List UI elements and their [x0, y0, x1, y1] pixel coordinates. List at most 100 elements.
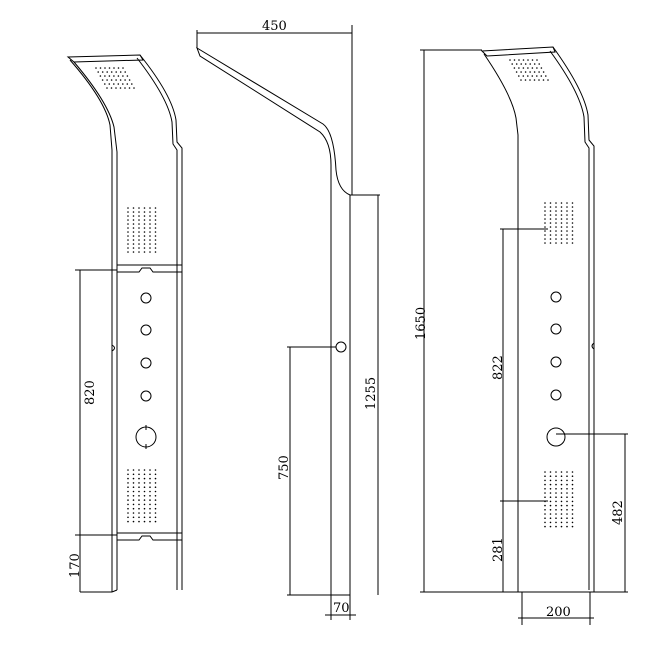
nozzle-dot — [566, 238, 568, 240]
nozzle-dot — [154, 235, 157, 237]
nozzle-dot — [555, 475, 557, 478]
nozzle-dot — [143, 247, 146, 249]
nozzle-dot — [127, 469, 129, 471]
nozzle-dot — [138, 251, 140, 253]
nozzle-dot — [138, 223, 140, 225]
nozzle-dot — [138, 239, 140, 241]
nozzle-dot — [149, 239, 151, 241]
nozzle-dot — [566, 500, 568, 503]
nozzle-dot — [555, 214, 557, 216]
nozzle-dot — [138, 512, 140, 514]
nozzle-dot — [127, 235, 129, 237]
nozzle-dot — [124, 87, 126, 89]
nozzle-dot — [99, 67, 102, 69]
nozzle-dot — [154, 503, 157, 506]
nozzle-dot — [538, 71, 540, 73]
nozzle-dot — [560, 509, 563, 511]
nozzle-dot — [127, 207, 129, 209]
nozzle-dot — [138, 473, 140, 476]
nozzle-dot — [154, 223, 157, 225]
front-left-inner-edge — [73, 61, 118, 590]
nozzle-dot — [143, 215, 146, 217]
nozzle-dot — [555, 500, 557, 503]
nozzle-dot — [549, 488, 552, 490]
nozzle-dot — [566, 513, 568, 515]
nozzle-dot — [555, 238, 557, 240]
nozzle-dot — [566, 517, 568, 519]
nozzle-dot — [154, 215, 157, 217]
nozzle-dot — [522, 67, 525, 69]
nozzle-dot — [566, 479, 568, 482]
nozzle-dot — [524, 63, 527, 65]
nozzle-dot — [566, 206, 568, 208]
front-lower-band — [117, 532, 182, 541]
nozzle-dot — [533, 79, 536, 81]
nozzle-dot — [154, 247, 157, 249]
nozzle-dot — [571, 509, 574, 511]
nozzle-dot — [101, 79, 104, 81]
nozzle-dot — [132, 495, 135, 497]
nozzle-dot — [124, 79, 126, 81]
nozzle-dot — [571, 226, 574, 228]
nozzle-dot — [143, 512, 146, 514]
nozzle-dot — [531, 59, 534, 61]
nozzle-dot — [149, 211, 151, 213]
nozzle-dot — [115, 79, 117, 81]
nozzle-dot — [154, 507, 157, 510]
right-top-plate — [480, 46, 556, 57]
nozzle-dot — [143, 227, 146, 229]
right-dim-200: 200 — [546, 605, 571, 620]
nozzle-dot — [513, 59, 516, 61]
nozzle-dot — [555, 210, 557, 212]
nozzle-dot — [571, 483, 574, 486]
nozzle-dot — [119, 79, 122, 81]
right-dim-200-lines — [518, 592, 594, 625]
nozzle-dot — [132, 507, 135, 510]
nozzle-dot — [127, 477, 129, 480]
nozzle-dot — [549, 517, 552, 519]
nozzle-dot — [127, 247, 129, 249]
nozzle-dot — [97, 71, 99, 73]
nozzle-dot — [549, 234, 552, 236]
side-profile — [196, 46, 351, 596]
nozzle-dot — [154, 499, 157, 501]
nozzle-dot — [138, 507, 140, 510]
right-dim-1650-lines — [420, 49, 518, 593]
nozzle-dot — [128, 79, 131, 81]
nozzle-dot — [555, 234, 557, 236]
nozzle-dot — [127, 486, 129, 489]
nozzle-dot — [544, 230, 546, 232]
nozzle-dot — [132, 223, 135, 225]
nozzle-dot — [518, 59, 520, 61]
nozzle-dot — [138, 215, 140, 217]
nozzle-dot — [149, 503, 151, 506]
nozzle-dot — [149, 507, 151, 510]
nozzle-dot — [555, 242, 557, 244]
nozzle-dot — [513, 67, 516, 69]
nozzle-dot — [143, 469, 146, 471]
side-outlet — [335, 341, 347, 353]
nozzle-dot — [555, 483, 557, 486]
nozzle-dot — [115, 87, 117, 89]
nozzle-dot — [127, 219, 129, 221]
nozzle-dot — [571, 242, 574, 244]
nozzle-dot — [143, 219, 146, 221]
nozzle-dot — [566, 492, 568, 494]
nozzle-dot — [555, 509, 557, 511]
nozzle-dot — [538, 79, 540, 81]
nozzle-dot — [544, 471, 546, 473]
nozzle-dot — [549, 242, 552, 244]
nozzle-dot — [560, 210, 563, 212]
nozzle-dot — [132, 219, 135, 221]
nozzle-dot — [560, 496, 563, 499]
side-dim-1255: 1255 — [364, 377, 379, 410]
nozzle-dot — [520, 71, 522, 73]
nozzle-dot — [560, 222, 563, 224]
nozzle-dot — [127, 503, 129, 506]
nozzle-dot — [547, 79, 549, 81]
nozzle-dot — [154, 473, 157, 476]
nozzle-dot — [549, 496, 552, 499]
nozzle-dot — [138, 503, 140, 506]
